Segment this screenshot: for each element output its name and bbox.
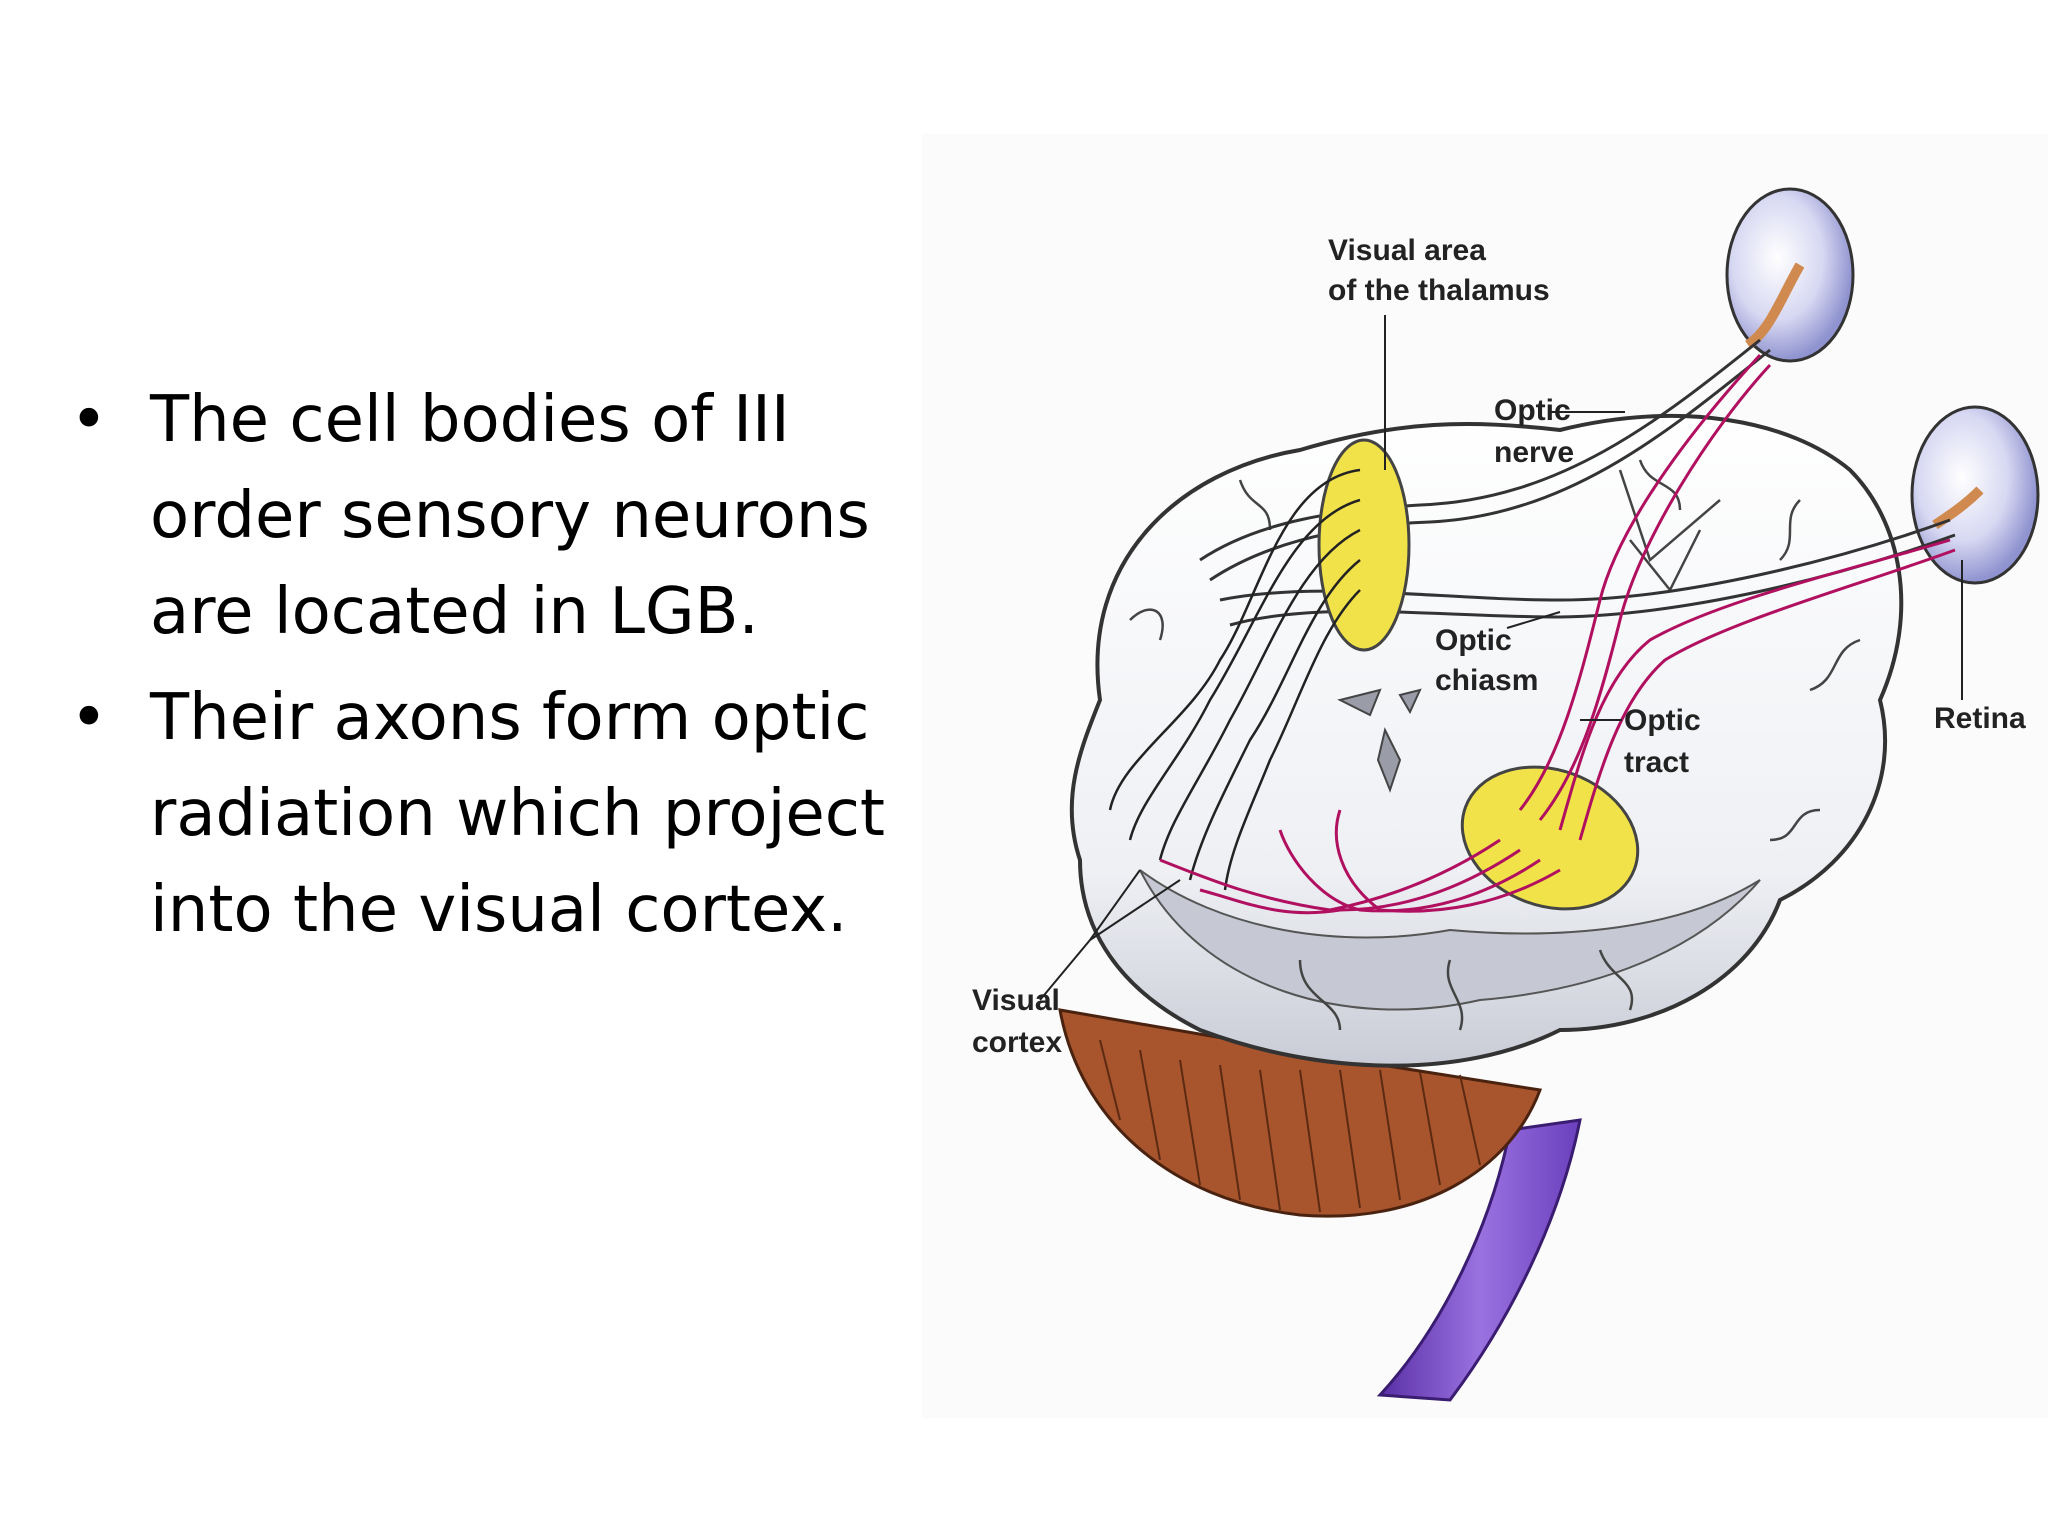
eyeball-lower [1912,407,2038,583]
bullet-dot: • [70,670,108,766]
bullet-text: Their axons form optic radiation which p… [150,681,885,947]
bullet-dot: • [70,372,108,468]
label-visual-area-line2: of the thalamus [1328,274,1550,307]
label-visual-area-line1: Visual area [1328,234,1486,267]
visual-pathway-diagram: Visual area of the thalamus Optic nerve … [922,134,2048,1418]
label-optic-tract-line1: Optic [1624,704,1701,737]
label-visual-cortex-line2: cortex [972,1026,1062,1059]
label-optic-nerve-line1: Optic [1494,394,1571,427]
label-visual-cortex-line1: Visual [972,984,1060,1017]
visual-area-thalamus [1319,440,1409,650]
label-optic-chiasm-line1: Optic [1435,624,1512,657]
bullet-item: • The cell bodies of III order sensory n… [70,372,930,660]
bullet-item: • Their axons form optic radiation which… [70,670,930,958]
bullet-list: • The cell bodies of III order sensory n… [70,372,930,968]
label-optic-chiasm-line2: chiasm [1435,664,1538,697]
eyeball-upper [1727,189,1853,361]
label-optic-nerve-line2: nerve [1494,436,1574,469]
label-optic-tract-line2: tract [1624,746,1689,779]
bullet-text: The cell bodies of III order sensory neu… [150,383,870,649]
label-retina: Retina [1934,702,2026,735]
